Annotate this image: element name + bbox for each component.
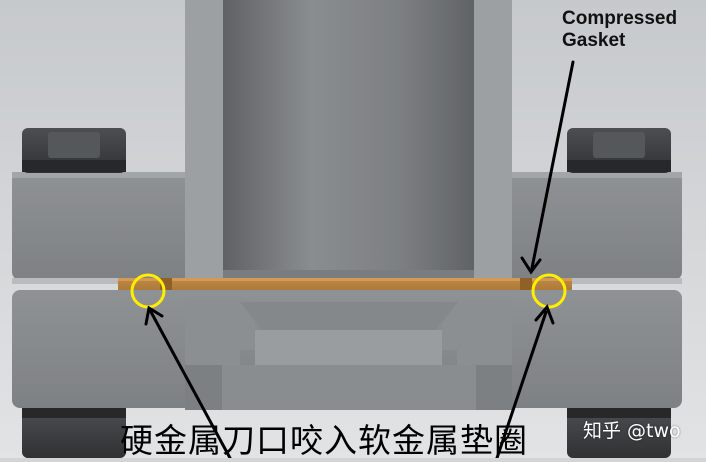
arrow-right <box>495 310 548 458</box>
watermark: 知乎 @two <box>583 420 681 442</box>
annotation-arrows <box>144 60 575 458</box>
arrowhead-right <box>534 304 555 325</box>
nut-bottom-right <box>567 408 671 458</box>
compressed-gasket-label: Compressed Gasket <box>562 8 677 52</box>
highlight-ring-right <box>531 273 567 309</box>
pipe-bore <box>223 0 474 278</box>
arrowhead-top-right <box>520 256 542 275</box>
nut-top-left <box>22 128 126 173</box>
label-line-1: Compressed <box>562 8 678 29</box>
nut-bottom-left <box>22 408 126 458</box>
arrow-left <box>149 310 232 458</box>
lower-flange <box>12 290 682 410</box>
label-line-2: Gasket <box>562 30 626 51</box>
arrow-compressed-gasket <box>530 60 575 270</box>
arrowhead-left <box>144 305 164 326</box>
caption: 硬金属刀口咬入软金属垫圈 <box>120 421 528 460</box>
nut-top-right <box>567 128 671 173</box>
